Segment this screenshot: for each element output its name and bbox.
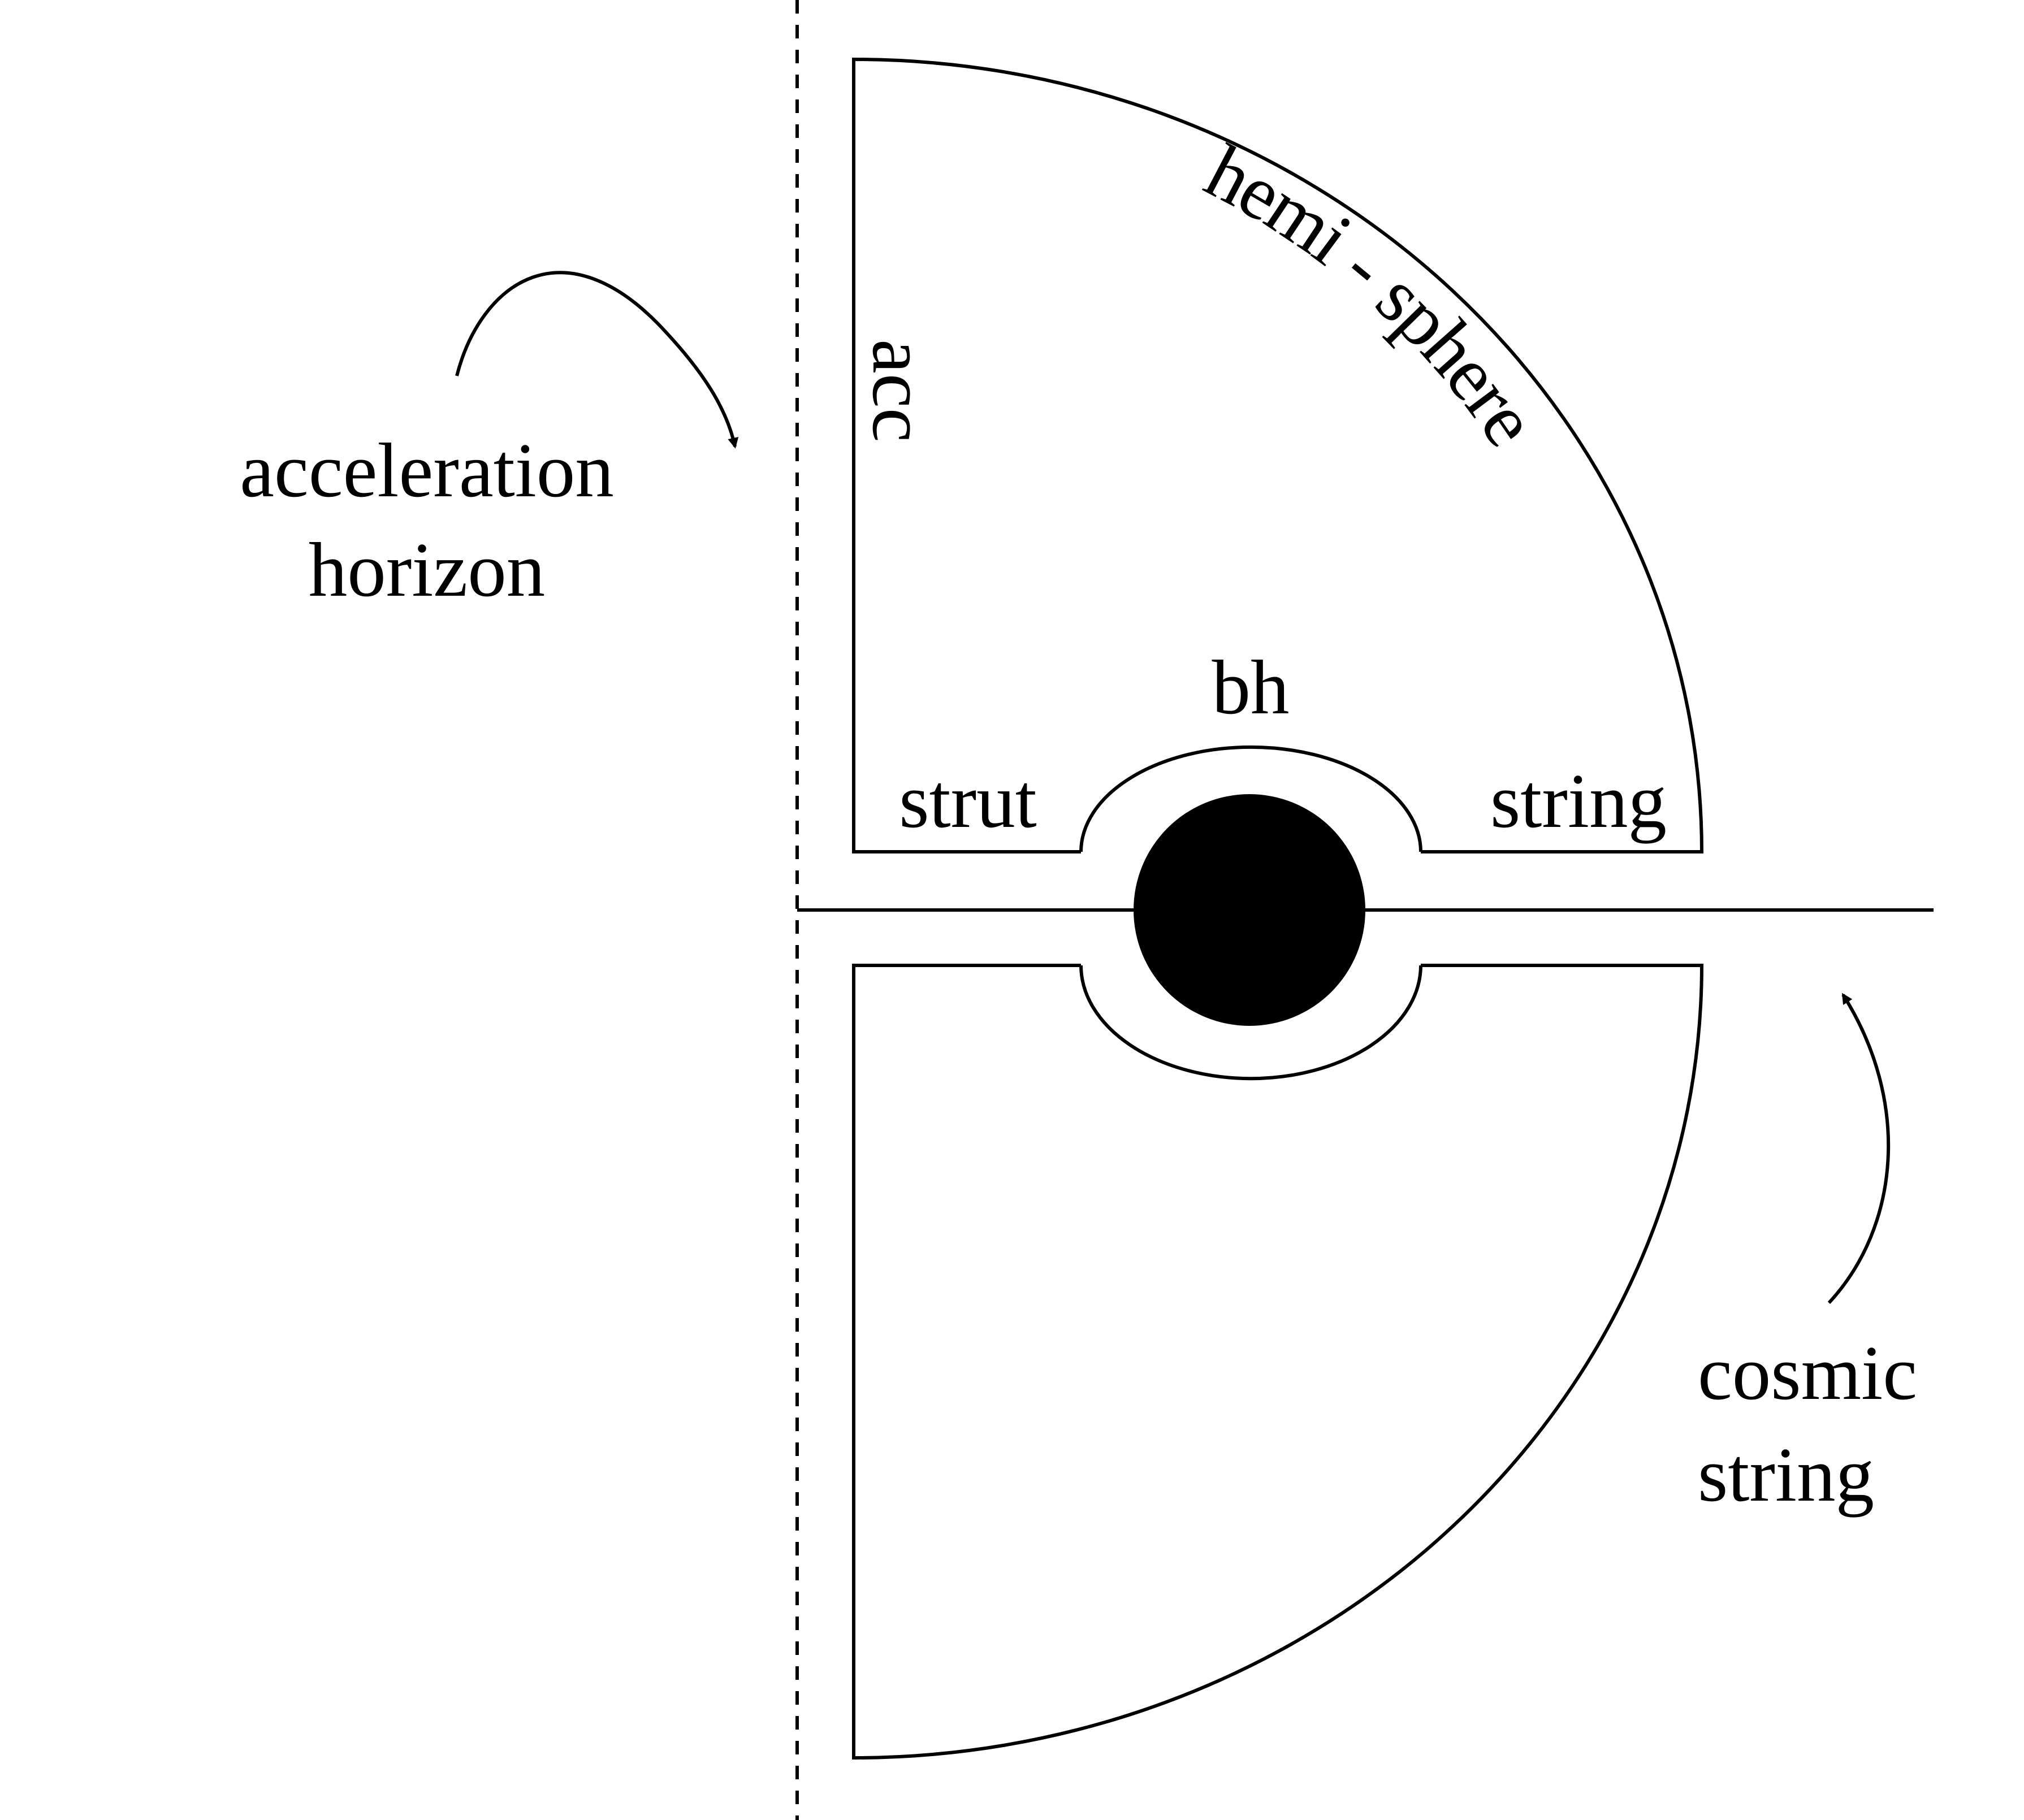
lower-bh-excision-arc xyxy=(1079,965,1422,1081)
acceleration-horizon-label-line2: horizon xyxy=(309,527,546,613)
cosmic-string-arrow xyxy=(1827,993,1891,1305)
strut-label: strut xyxy=(899,758,1037,844)
string-label: string xyxy=(1490,758,1667,844)
cosmic-string-label-line1: cosmic xyxy=(1698,1330,1917,1416)
cosmic-string-label-line2: string xyxy=(1698,1432,1874,1518)
upper-bh-excision-arc xyxy=(1079,745,1422,852)
acceleration-horizon-arrow xyxy=(455,271,739,449)
acceleration-horizon-label-line1: acceleration xyxy=(240,427,614,513)
lower-hemisphere-boundary xyxy=(852,964,1704,1760)
upper-hemisphere-boundary xyxy=(852,57,1704,853)
bh-label: bh xyxy=(1212,644,1290,730)
black-hole xyxy=(1134,794,1365,1026)
acc-label: acc xyxy=(857,339,942,442)
hemisphere-label: hemi - sphere xyxy=(1193,128,1555,461)
